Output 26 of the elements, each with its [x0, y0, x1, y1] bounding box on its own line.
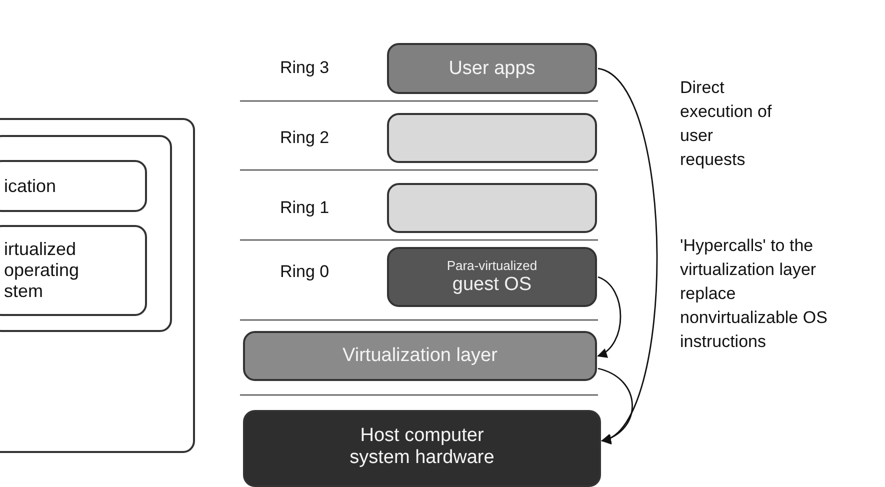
curved-arrow — [598, 68, 658, 442]
application-box — [0, 160, 147, 212]
ring-label: Ring 0 — [280, 261, 330, 283]
box-label: User apps — [448, 58, 536, 80]
box-label: irtualized operating stem — [4, 239, 80, 302]
ring-label: Ring 1 — [280, 197, 330, 219]
ring-label: Ring 3 — [280, 57, 330, 79]
box-subtitle: Para-virtualized — [446, 258, 538, 274]
ring-label: Ring 2 — [280, 127, 330, 149]
curved-arrow — [598, 368, 633, 442]
hardware-box — [243, 410, 601, 487]
box-label: ication — [4, 176, 58, 196]
box-label: Host computer system hardware — [348, 424, 496, 468]
box-label: Virtualization layer — [342, 345, 498, 367]
guest-os-box — [387, 247, 597, 307]
virtualization-layer-box — [243, 331, 597, 381]
outer-frame — [0, 118, 195, 453]
annotation-text: 'Hypercalls' to the virtualization layer replace nonvirtualizable OS instructions — [680, 235, 828, 353]
guest-os-box — [0, 225, 147, 316]
user-apps-box — [387, 43, 597, 94]
curved-arrow — [597, 276, 622, 357]
empty-ring-box — [387, 183, 597, 233]
box-title: guest OS — [452, 274, 532, 296]
inner-frame — [0, 135, 172, 332]
annotation-text: Direct execution of user requests — [680, 77, 773, 171]
empty-ring-box — [387, 113, 597, 163]
